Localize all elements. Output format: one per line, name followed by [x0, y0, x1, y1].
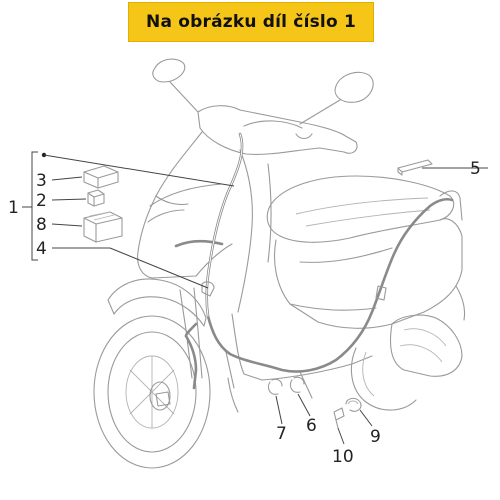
part-7-clamp [267, 381, 279, 395]
harness-clip [201, 281, 215, 297]
floorboard [231, 313, 373, 381]
handlebar [197, 105, 358, 155]
callout-4: 4 [36, 239, 47, 259]
part-3-connector [83, 165, 119, 189]
callout-7: 7 [276, 424, 287, 444]
callout-1: 1 [8, 198, 19, 218]
part-10-clip [333, 407, 345, 421]
left-mirror [152, 58, 186, 83]
bracket-1 [31, 151, 38, 261]
callout-numbers: 1 3 2 8 4 5 7 6 9 10 [8, 159, 481, 467]
callout-2: 2 [36, 191, 47, 211]
title-banner: Na obrázku díl číslo 1 [128, 2, 374, 42]
part-8-fusebox [83, 211, 123, 243]
callout-8: 8 [36, 215, 47, 235]
front-fender [107, 278, 207, 327]
callout-3: 3 [36, 171, 47, 191]
banner-title: Na obrázku díl číslo 1 [146, 12, 356, 32]
callout-9: 9 [370, 427, 381, 447]
leader-lines [22, 151, 488, 445]
front-body [137, 131, 233, 279]
part-2-connector [87, 189, 105, 207]
part-9-clamp [345, 397, 362, 412]
part-6-clamp [289, 379, 301, 393]
rear-wheel [350, 347, 417, 411]
callout-5: 5 [470, 159, 481, 179]
wiring-harness [155, 132, 454, 407]
callout-10: 10 [332, 447, 354, 467]
callout-6: 6 [306, 416, 317, 436]
small-parts [83, 159, 433, 429]
part-5-strip [397, 159, 433, 173]
rear-body [273, 218, 463, 329]
front-wheel [93, 315, 211, 469]
right-mirror [334, 71, 374, 103]
scooter-drawing [93, 58, 466, 469]
engine-muffler [389, 314, 463, 377]
